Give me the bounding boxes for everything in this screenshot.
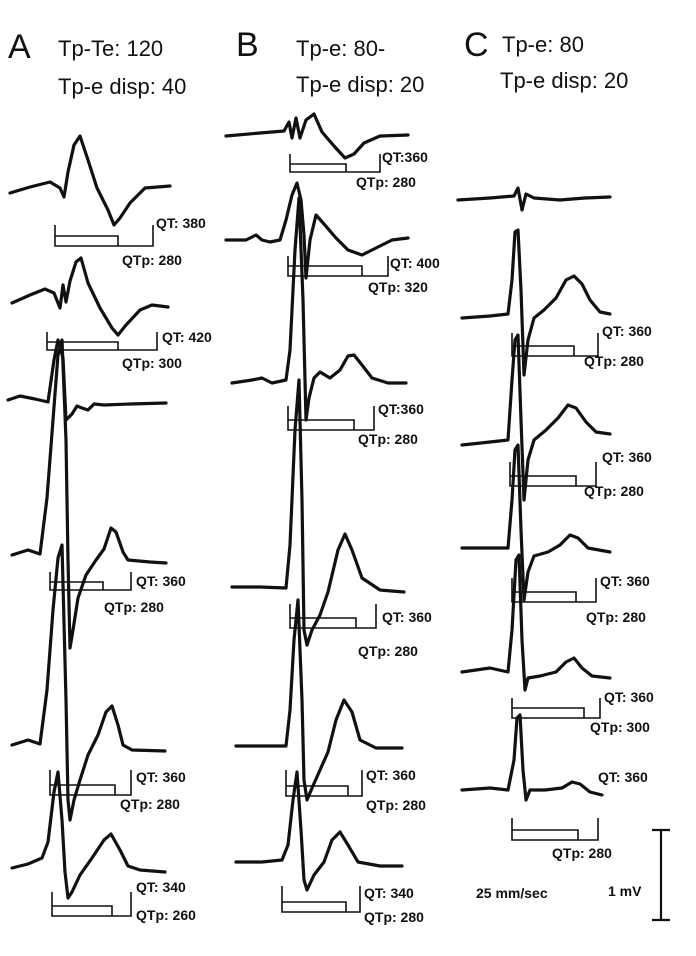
panel-c-lead-4-qtp: QTp: 300 (590, 719, 650, 735)
panel-b-lead-1-qtp: QTp: 280 (356, 174, 416, 190)
bracket-c-2 (509, 462, 597, 487)
panel-b-tpe-disp: Tp-e disp: 20 (296, 72, 425, 97)
panel-b-lead-2-qt: QT: 400 (390, 255, 440, 271)
trace-c-4 (460, 443, 612, 602)
bracket-b-2 (287, 256, 389, 277)
calibration-label: 1 mV (608, 883, 642, 899)
trace-a-3 (6, 338, 168, 422)
panel-b-lead-3-qtp: QTp: 280 (358, 431, 418, 447)
panel-c-lead-3-qtp: QTp: 280 (586, 609, 646, 625)
trace-b-6 (234, 770, 404, 892)
panel-b-lead-5-qt: QT: 360 (366, 767, 416, 783)
panel-c-lead-4-qt: QT: 360 (604, 689, 654, 705)
trace-b-1 (224, 112, 410, 160)
paper-speed-label: 25 mm/sec (476, 885, 548, 901)
panel-b-lead-4-qtp: QTp: 280 (358, 643, 418, 659)
panel-b-tpe: Tp-e: 80- (296, 36, 386, 61)
panel-c-lead-5-qt: QT: 360 (598, 769, 648, 785)
panel-b-lead-6-qt: QT: 340 (364, 885, 414, 901)
trace-b-5 (234, 598, 404, 802)
panel-a-lead-2-qt: QT: 420 (162, 329, 212, 345)
panel-b-lead-1-qt: QT:360 (382, 149, 428, 165)
trace-b-2 (224, 181, 410, 280)
panel-a-tpe-disp: Tp-e disp: 40 (58, 74, 187, 99)
bracket-c-1 (511, 333, 599, 357)
bracket-c-4 (511, 698, 601, 719)
bracket-a-3 (49, 572, 132, 591)
bracket-a-1 (54, 225, 154, 247)
trace-a-2 (10, 256, 170, 337)
bracket-a-4 (49, 770, 132, 796)
panel-a-lead-5-qtp: QTp: 260 (136, 907, 196, 923)
trace-a-1 (8, 134, 172, 227)
panel-b-lead-5-qtp: QTp: 280 (366, 797, 426, 813)
trace-c-3 (460, 333, 612, 502)
bracket-b-5 (285, 770, 363, 797)
trace-c-2 (460, 228, 612, 377)
panel-a-lead-5-qt: QT: 340 (136, 879, 186, 895)
trace-a-5 (10, 543, 167, 822)
bracket-b-4 (289, 604, 377, 629)
panel-b-lead-4-qt: QT: 360 (382, 609, 432, 625)
panel-a-lead-4-qtp: QTp: 280 (120, 796, 180, 812)
trace-c-6 (460, 713, 604, 802)
bracket-b-1 (289, 154, 381, 173)
panel-a-lead-4-qt: QT: 360 (136, 769, 186, 785)
panel-c-tpe: Tp-e: 80 (502, 32, 584, 57)
bracket-b-3 (287, 406, 375, 431)
trace-a-4 (10, 338, 168, 650)
panel-a-tpte: Tp-Te: 120 (58, 36, 164, 61)
panel-b-lead-6-qtp: QTp: 280 (364, 909, 424, 925)
bracket-a-2 (46, 332, 158, 351)
panel-c-lead-5-qtp: QTp: 280 (552, 845, 612, 861)
panel-a-lead-2-qtp: QTp: 300 (122, 355, 182, 371)
panel-a-lead-3-qt: QT: 360 (136, 573, 186, 589)
interval-brackets (46, 154, 601, 917)
trace-b-3 (230, 196, 408, 422)
bracket-c-5 (511, 818, 599, 841)
panel-c-lead-3-qt: QT: 360 (600, 573, 650, 589)
calibration-bar (652, 828, 670, 922)
trace-a-6 (10, 770, 167, 900)
panel-c-lead-1-qt: QT: 360 (602, 323, 652, 339)
panel-c-traces (456, 186, 612, 802)
panel-b-letter: B (236, 26, 259, 64)
panel-a-traces (6, 134, 172, 900)
panel-c-tpe-disp: Tp-e disp: 20 (500, 68, 629, 93)
panel-b-lead-3-qt: QT:360 (378, 401, 424, 417)
bracket-c-3 (511, 578, 597, 603)
panel-b-traces (224, 112, 410, 892)
panel-a-letter: A (8, 28, 31, 66)
bracket-a-5 (51, 892, 132, 917)
panel-a-lead-1-qt: QT: 380 (156, 215, 206, 231)
bracket-b-6 (281, 886, 361, 913)
trace-c-1 (456, 186, 612, 212)
panel-c-lead-2-qtp: QTp: 280 (584, 483, 644, 499)
trace-c-5 (460, 553, 612, 692)
panel-a-lead-1-qtp: QTp: 280 (122, 252, 182, 268)
panel-b-lead-2-qtp: QTp: 320 (368, 279, 428, 295)
panel-c-lead-2-qt: QT: 360 (602, 449, 652, 465)
trace-b-4 (230, 378, 406, 647)
panel-a-lead-3-qtp: QTp: 280 (104, 599, 164, 615)
panel-c-lead-1-qtp: QTp: 280 (584, 353, 644, 369)
panel-c-letter: C (464, 26, 489, 64)
